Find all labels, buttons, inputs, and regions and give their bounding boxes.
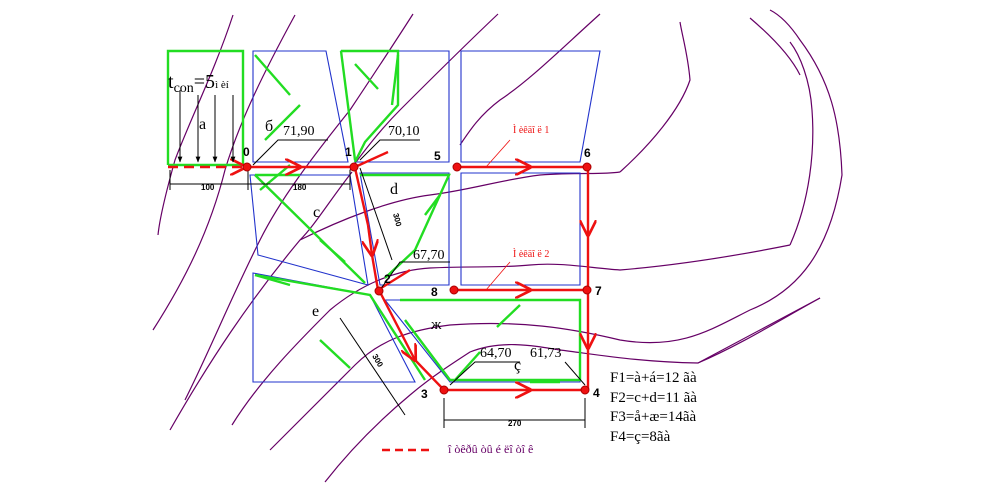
node-4-label: 4 [593, 386, 600, 400]
node-6 [582, 162, 592, 172]
node-3-label: 3 [421, 387, 428, 401]
contour-lines [152, 9, 843, 483]
formula-f3: F3=å+æ=14ãà [610, 409, 697, 425]
node-7-label: 7 [595, 284, 602, 298]
manhole-nodes [242, 162, 592, 395]
node-6-label: 6 [584, 146, 591, 160]
value-67-70: 67,70 [413, 248, 445, 263]
zone-b-label: б [265, 118, 273, 135]
node-5 [452, 162, 462, 172]
zone-zh-label: ж [430, 317, 442, 333]
node-7 [582, 285, 592, 295]
dim-300-upper: 300 [391, 212, 403, 228]
dim-100: 100 [201, 183, 215, 192]
legend-label: î òêðû òû é ëî òî ê [447, 442, 533, 456]
zone-z-label: ç [514, 357, 521, 374]
flow-collectors [168, 150, 588, 390]
collector-1-label: Ì èêäî ë 1 [513, 124, 549, 136]
node-1-label: 1 [345, 145, 352, 159]
tcon-label: tcon=5ì èí [168, 71, 229, 96]
node-3 [439, 385, 449, 395]
node-1 [349, 162, 359, 172]
value-71-90: 71,90 [283, 124, 315, 139]
node-8 [449, 285, 459, 295]
formula-f4: F4=ç=8ãà [610, 429, 671, 445]
formula-f2: F2=c+d=11 ãà [610, 390, 697, 406]
dim-270: 270 [508, 419, 522, 428]
zone-c-label: c [313, 204, 320, 221]
dim-180: 180 [293, 183, 307, 192]
node-8-label: 8 [431, 285, 438, 299]
zone-a-label: a [199, 116, 206, 133]
zone-e-label: e [312, 303, 319, 320]
node-2 [374, 286, 384, 296]
sub-basin-outlines [166, 49, 582, 384]
node-2-label: 2 [384, 272, 391, 286]
node-0 [242, 162, 252, 172]
catchment-boundaries [249, 50, 601, 383]
formula-f1: F1=à+á=12 ãà [610, 370, 697, 386]
node-4 [580, 385, 590, 395]
dimension-lines [169, 139, 586, 428]
value-70-10: 70,10 [388, 124, 420, 139]
node-5-label: 5 [434, 149, 441, 163]
zone-d-label: d [390, 181, 398, 198]
node-0-label: 0 [243, 145, 250, 159]
value-64-70: 64,70 [480, 346, 512, 361]
collector-2-label: Ì èêäî ë 2 [513, 248, 549, 260]
rain-arrows [177, 90, 236, 163]
value-61-73: 61,73 [530, 346, 562, 361]
